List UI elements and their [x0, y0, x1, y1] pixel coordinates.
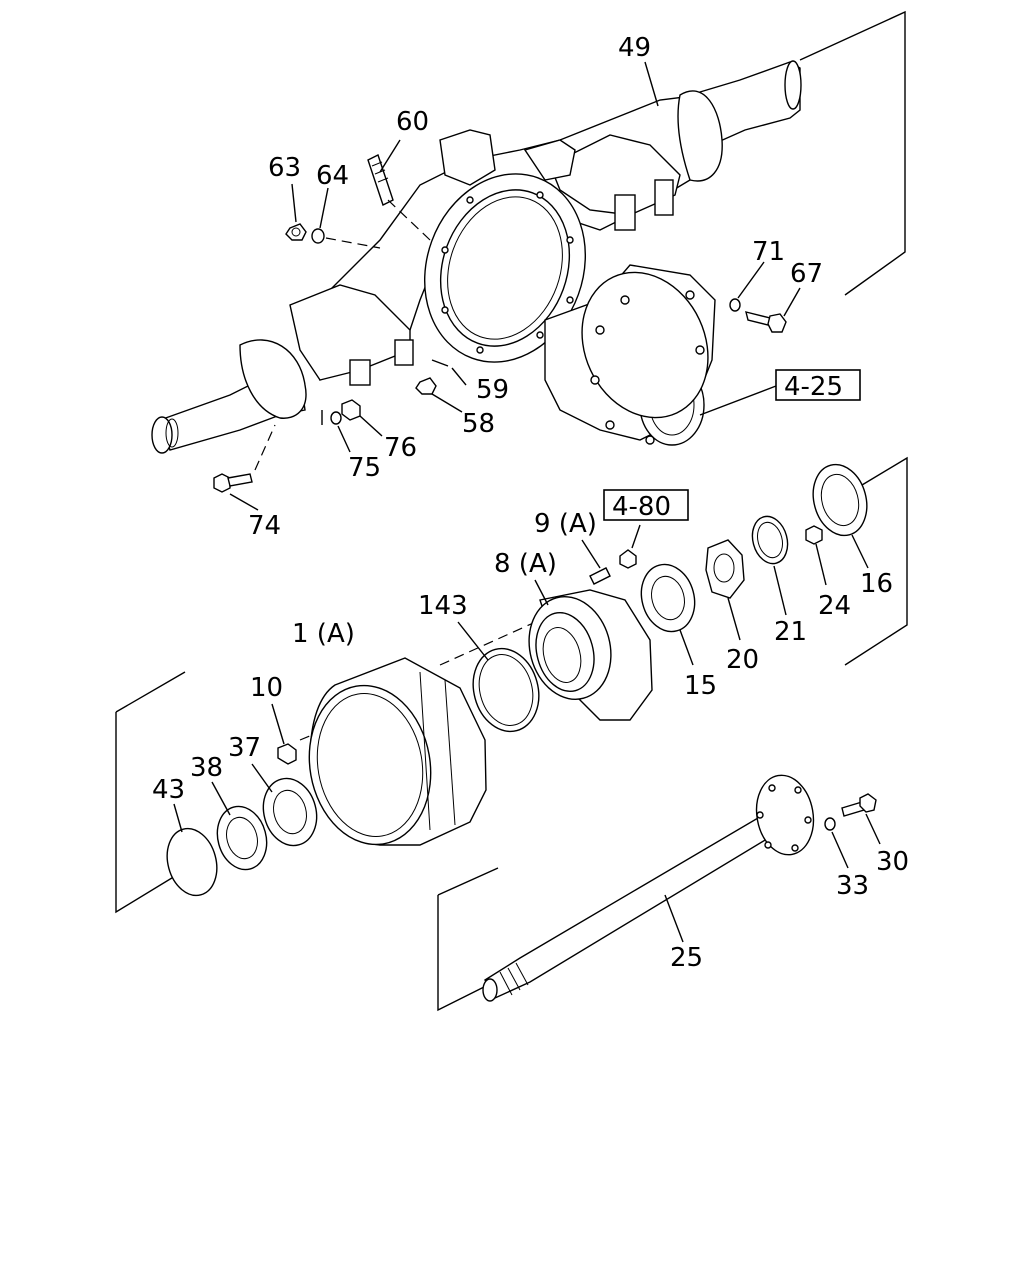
bracket-left-lower	[115, 712, 186, 914]
nut-76	[321, 399, 383, 437]
washer-71	[729, 261, 765, 312]
reference-4-80[interactable]: 4-80	[603, 489, 689, 522]
hub-stud	[581, 539, 611, 585]
callout-21: 21	[774, 617, 807, 647]
callout-37: 37	[228, 733, 261, 763]
callout-38: 38	[190, 753, 223, 783]
reference-4-80-label: 4-80	[612, 492, 671, 522]
nut-10	[271, 703, 297, 765]
callout-60: 60	[396, 107, 429, 137]
reference-4-25[interactable]: 4-25	[775, 369, 861, 402]
bracket-right	[844, 456, 908, 666]
bracket-left-upper	[115, 671, 186, 713]
callout-16: 16	[860, 569, 893, 599]
pin-59	[431, 359, 467, 386]
stud-60	[367, 139, 431, 241]
washer-64	[311, 187, 381, 249]
leader-4-25	[699, 385, 777, 416]
bolt-30	[841, 793, 881, 845]
hub-nut	[619, 524, 641, 569]
washer-33	[824, 817, 849, 869]
brake-drum	[308, 657, 487, 846]
callout-63: 63	[268, 153, 301, 183]
callout-20: 20	[726, 645, 759, 675]
callout-8a: 8 (A)	[494, 549, 557, 579]
washer-75	[330, 411, 351, 453]
bracket-shaft-left	[437, 895, 499, 1012]
nut-63	[285, 183, 307, 241]
callout-64: 64	[316, 161, 349, 191]
callout-15: 15	[684, 671, 717, 701]
callout-30: 30	[876, 847, 909, 877]
bearing-15	[640, 563, 696, 666]
bearing-37	[251, 763, 318, 847]
callout-74: 74	[248, 511, 281, 541]
nut-58	[415, 377, 463, 413]
bolt-67	[745, 287, 801, 333]
axis-line-2	[439, 619, 541, 666]
callout-59: 59	[476, 375, 509, 405]
callout-10: 10	[250, 673, 283, 703]
differential-carrier	[544, 264, 716, 446]
snap-ring-43	[166, 803, 218, 897]
lock-nut-20	[705, 539, 745, 641]
callout-25: 25	[670, 943, 703, 973]
callout-43: 43	[152, 775, 185, 805]
screw-24	[805, 525, 827, 586]
callout-33: 33	[836, 871, 869, 901]
callout-58: 58	[462, 409, 495, 439]
bolt-74	[213, 424, 276, 511]
axle-shaft-25	[482, 774, 815, 1002]
seal-143	[457, 621, 540, 733]
oil-seal-16	[812, 463, 869, 569]
leader-49	[644, 61, 659, 107]
callout-1a: 1 (A)	[292, 619, 355, 649]
callout-49: 49	[618, 33, 651, 63]
axle-housing	[151, 10, 906, 454]
reference-4-25-label: 4-25	[784, 372, 843, 402]
callout-24: 24	[818, 591, 851, 621]
callout-67: 67	[790, 259, 823, 289]
callout-9a: 9 (A)	[534, 509, 597, 539]
callout-71: 71	[752, 237, 785, 267]
wheel-hub	[528, 579, 653, 721]
lock-washer-21	[751, 515, 789, 616]
bracket-shaft-top	[437, 867, 499, 896]
callout-76: 76	[384, 433, 417, 463]
callout-75: 75	[348, 453, 381, 483]
seal-38	[211, 781, 268, 871]
callout-143: 143	[418, 591, 468, 621]
